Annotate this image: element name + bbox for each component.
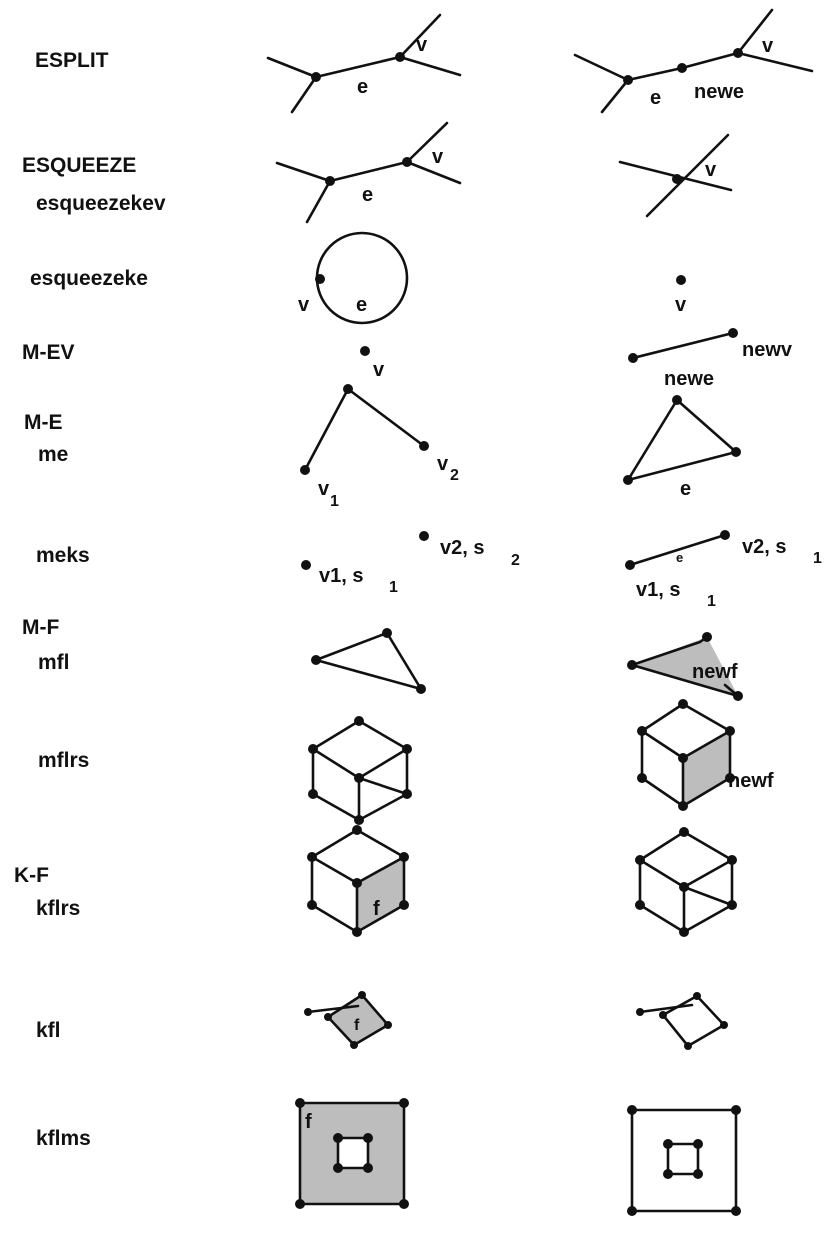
kflms-before: f xyxy=(295,1098,409,1209)
subscript: 1 xyxy=(389,579,398,596)
me-after: e xyxy=(623,395,741,500)
me-before: v 1 v 2 xyxy=(300,384,459,510)
vertex-label-v1-s1: v1, s xyxy=(636,579,680,601)
label-kfl: kfl xyxy=(36,1019,61,1042)
mflrs-before xyxy=(308,716,412,825)
kflrs-before: f xyxy=(307,825,409,937)
vertex-label-v2-s2: v2, s xyxy=(440,537,484,559)
subscript: 1 xyxy=(707,593,716,610)
vertex-label-v1: v xyxy=(318,478,330,500)
esqueezeke-after: v xyxy=(675,275,687,316)
subscript: 1 xyxy=(330,493,339,510)
esqueezekev-before: e v xyxy=(275,121,462,224)
mev-before: v xyxy=(360,346,385,381)
edge-label: e xyxy=(650,87,661,109)
mfl-before xyxy=(311,628,426,694)
new-vertex-label: newv xyxy=(742,339,793,361)
label-m-ev: M-EV xyxy=(22,341,75,364)
edge-label: e xyxy=(680,478,691,500)
vertex-label-v2-s2: v2, s xyxy=(742,536,786,558)
mev-after: newv newe xyxy=(628,328,793,390)
vertex-label-v2: v xyxy=(437,453,449,475)
vertex-label-v1-s1: v1, s xyxy=(319,565,363,587)
edge-label: e xyxy=(676,550,683,565)
subscript: 2 xyxy=(511,552,520,569)
new-edge-label: newe xyxy=(664,368,714,390)
vertex-label: v xyxy=(675,294,687,316)
new-edge-label: newe xyxy=(694,81,744,103)
subscript: 1 xyxy=(813,550,822,567)
vertex-label: v xyxy=(705,159,717,181)
edge-label: e xyxy=(362,184,373,206)
vertex-label: v xyxy=(373,359,385,381)
new-face-label: newf xyxy=(692,661,738,683)
vertex-label: v xyxy=(762,35,774,57)
edge-label: e xyxy=(356,294,367,316)
meks-before: v1, s 1 v2, s 2 xyxy=(301,531,520,596)
face-label: f xyxy=(354,1017,360,1034)
subscript: 2 xyxy=(450,467,459,484)
label-esqueeze: ESQUEEZE xyxy=(22,154,137,177)
face-label: f xyxy=(373,898,380,920)
label-kflms: kflms xyxy=(36,1127,91,1150)
esplit-before: e v xyxy=(266,13,462,114)
label-meks: meks xyxy=(36,544,90,567)
new-face-label: newf xyxy=(728,770,774,792)
label-m-e: M-E xyxy=(24,411,63,434)
label-esqueezekev: esqueezekev xyxy=(36,192,166,215)
kflrs-after xyxy=(635,827,737,937)
face-label: f xyxy=(305,1111,312,1133)
kfl-after xyxy=(636,992,728,1050)
label-kflrs: kflrs xyxy=(36,897,81,920)
meks-after: e v1, s 1 v2, s 1 xyxy=(625,530,822,610)
vertex-label: v xyxy=(416,34,428,56)
esplit-after: e newe v xyxy=(573,8,814,114)
vertex-label: v xyxy=(432,146,444,168)
mflrs-after: newf xyxy=(637,699,774,811)
mfl-after: newf xyxy=(627,632,743,701)
kfl-before: f xyxy=(304,991,392,1049)
edge-label: e xyxy=(357,76,368,98)
label-k-f: K-F xyxy=(14,864,49,887)
label-esplit: ESPLIT xyxy=(35,49,109,72)
label-me: me xyxy=(38,443,69,466)
vertex-label: v xyxy=(298,294,310,316)
label-mfl: mfl xyxy=(38,651,70,674)
label-m-f: M-F xyxy=(22,616,60,639)
kflms-after xyxy=(627,1105,741,1216)
esqueezeke-before: v e xyxy=(298,231,409,325)
label-esqueezeke: esqueezeke xyxy=(30,267,148,290)
esqueezekev-after: v xyxy=(618,133,733,218)
label-mflrs: mflrs xyxy=(38,749,90,772)
